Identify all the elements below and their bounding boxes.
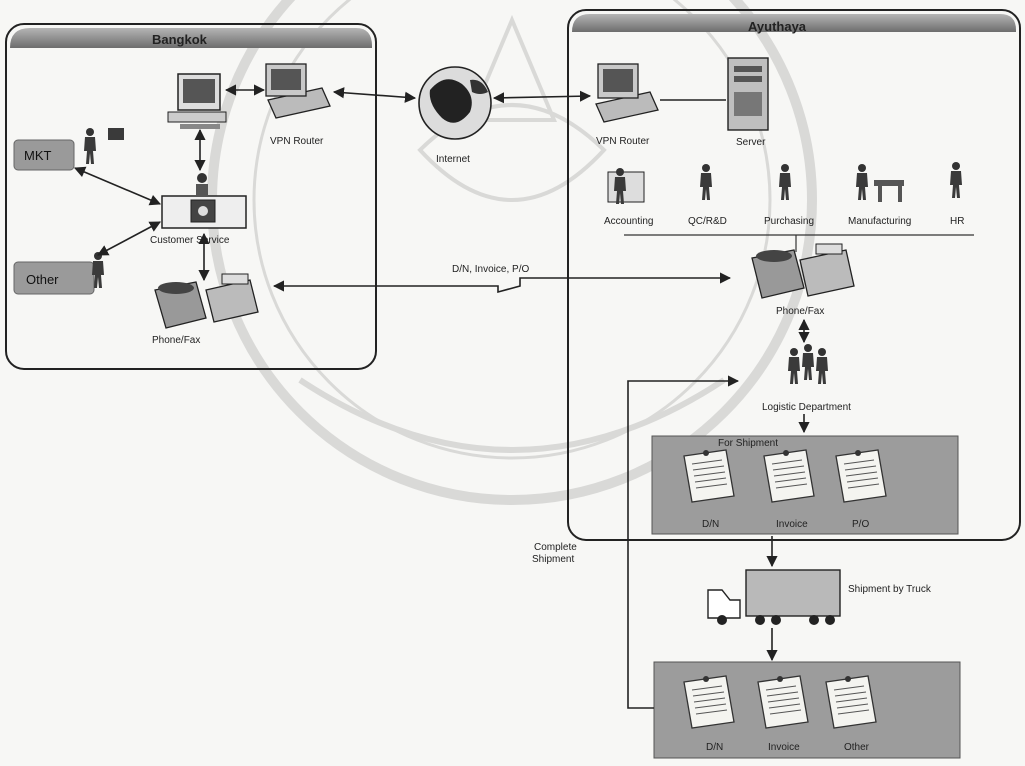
bangkok-vpn-router-label: VPN Router bbox=[270, 136, 324, 147]
bangkok-phone-fax-label: Phone/Fax bbox=[152, 335, 200, 346]
qc-rd-person-icon bbox=[700, 164, 712, 200]
dept-label-qc-rd: QC/R&D bbox=[688, 216, 727, 227]
bangkok-router-internet-link bbox=[334, 92, 415, 98]
documents-link-label: D/N, Invoice, P/O bbox=[452, 264, 529, 275]
manufacturing-person-icon bbox=[856, 164, 904, 202]
truck-icon bbox=[708, 570, 840, 625]
shipment-doc-dn-label: D/N bbox=[702, 519, 719, 530]
bangkok-ayuthaya-phone-link bbox=[274, 278, 730, 292]
final-doc-other-icon bbox=[826, 676, 876, 728]
ayuthaya-phone-fax-label: Phone/Fax bbox=[776, 306, 824, 317]
mkt-tag-label: MKT bbox=[24, 148, 52, 163]
other-tag-label: Other bbox=[26, 272, 59, 287]
final-doc-dn-label: D/N bbox=[706, 742, 723, 753]
shipment-by-truck-label: Shipment by Truck bbox=[848, 584, 932, 595]
final-doc-dn-icon bbox=[684, 676, 734, 728]
logistic-department-icon bbox=[788, 344, 828, 384]
ayuthaya-title: Ayuthaya bbox=[748, 19, 807, 34]
hr-person-icon bbox=[950, 162, 962, 198]
dept-label-manufacturing: Manufacturing bbox=[848, 216, 911, 227]
for-shipment-label: For Shipment bbox=[718, 438, 778, 449]
complete-shipment-label-line1: Complete bbox=[534, 542, 577, 553]
shipment-doc-po-icon bbox=[836, 450, 886, 502]
final-doc-invoice-icon bbox=[758, 676, 808, 728]
complete-shipment-label-line2: Shipment bbox=[532, 554, 574, 565]
customer-service-icon bbox=[162, 173, 246, 228]
final-doc-other-label: Other bbox=[844, 742, 870, 753]
computer-icon bbox=[168, 74, 226, 129]
shipment-doc-invoice-label: Invoice bbox=[776, 519, 808, 530]
shipment-doc-invoice-icon bbox=[764, 450, 814, 502]
bangkok-title: Bangkok bbox=[152, 32, 208, 47]
bangkok-region: Bangkok MKT Other VPN Router bbox=[6, 24, 376, 369]
dept-label-hr: HR bbox=[950, 216, 964, 227]
final-doc-invoice-label: Invoice bbox=[768, 742, 800, 753]
internet-globe-icon bbox=[419, 67, 491, 139]
customer-service-label: Customer Service bbox=[150, 235, 230, 246]
mkt-person-icon bbox=[84, 128, 96, 164]
accounting-person-icon bbox=[608, 168, 644, 204]
dept-label-purchasing: Purchasing bbox=[764, 216, 814, 227]
internet-ayuthaya-router-link bbox=[494, 96, 590, 98]
mkt-customer-service-link bbox=[75, 168, 160, 204]
shipment-doc-po-label: P/O bbox=[852, 519, 869, 530]
internet-label: Internet bbox=[436, 154, 470, 165]
shipment-doc-dn-icon bbox=[684, 450, 734, 502]
dept-label-accounting: Accounting bbox=[604, 216, 653, 227]
complete-shipment-feedback-line bbox=[628, 381, 738, 708]
server-icon bbox=[728, 58, 768, 130]
ayuthaya-vpn-router-icon bbox=[596, 64, 658, 122]
purchasing-person-icon bbox=[779, 164, 791, 200]
server-label: Server bbox=[736, 137, 766, 148]
mkt-desk-icon bbox=[108, 128, 124, 140]
logistic-department-label: Logistic Department bbox=[762, 402, 851, 413]
bangkok-vpn-router-icon bbox=[266, 64, 330, 118]
bangkok-phone-fax-icon bbox=[155, 274, 258, 328]
ayuthaya-vpn-router-label: VPN Router bbox=[596, 136, 650, 147]
